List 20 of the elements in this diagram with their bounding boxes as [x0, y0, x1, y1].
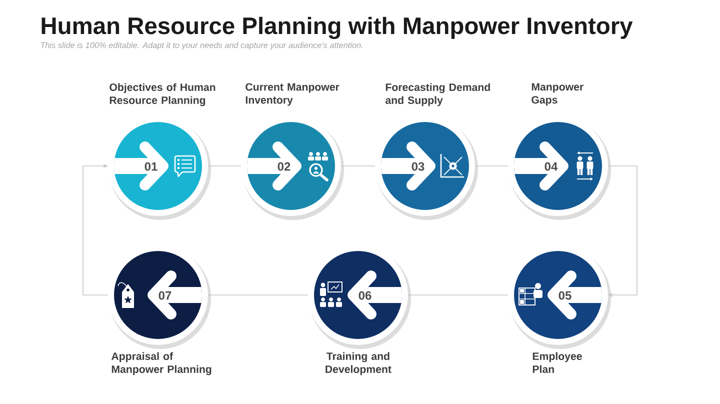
step-heading: Training and Development: [326, 352, 392, 376]
subtitle: This slide is 100% editable. Adapt it to your needs and capture your audience's attention.: [40, 42, 362, 50]
step-heading: Employee Plan: [532, 352, 582, 373]
step-number: 03: [412, 162, 424, 171]
step-heading: Appraisal of Manpower Planning: [111, 352, 212, 376]
step-number: 07: [158, 291, 172, 300]
connector: [82, 164, 108, 296]
step-number: 01: [144, 162, 158, 171]
step-number: 05: [558, 291, 572, 300]
step-number: 06: [358, 291, 372, 300]
connector: [608, 166, 638, 298]
title: Human Resource Planning with Manpower Inventory: [42, 16, 633, 40]
step-number: 02: [278, 162, 290, 171]
step-heading: Forecasting Demand and Supply: [386, 83, 490, 106]
connector: [408, 294, 508, 296]
step-heading: Manpower Gaps: [532, 83, 584, 106]
step-heading: Current Manpower Inventory: [246, 83, 340, 106]
step-number: 04: [544, 162, 558, 171]
step-heading: Objectives of Human Resource Planning: [110, 83, 216, 106]
connector: [208, 294, 308, 296]
